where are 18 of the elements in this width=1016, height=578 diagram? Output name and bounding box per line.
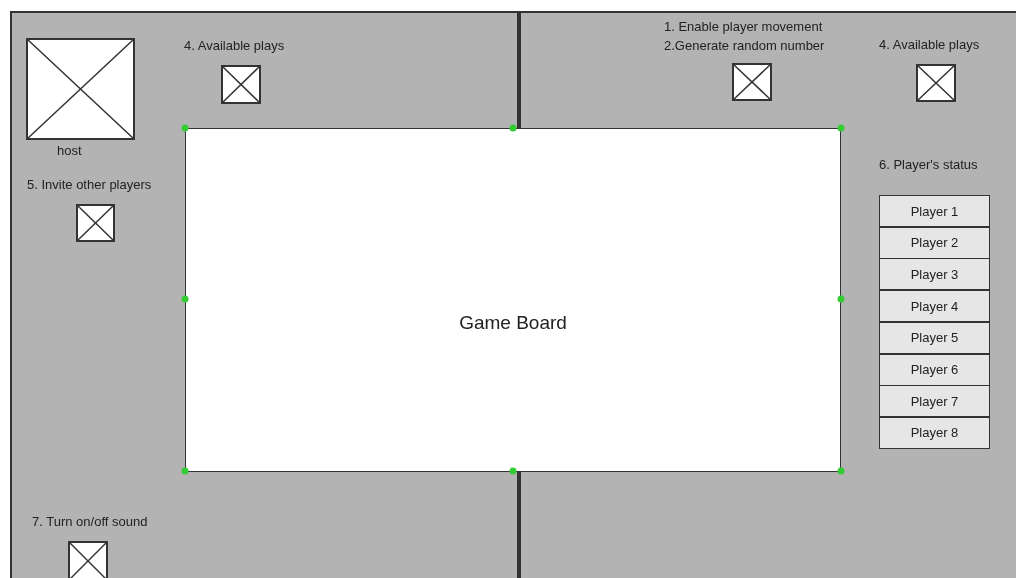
ui-label: 5. Invite other players xyxy=(27,177,152,192)
ui-label: 7. Turn on/off sound xyxy=(32,514,148,529)
ui-label: 1. Enable player movement xyxy=(664,19,823,34)
player-row: Player 5 xyxy=(879,321,990,354)
player-row: Player 6 xyxy=(879,353,990,386)
game-board-panel xyxy=(185,128,841,472)
ui-label: 4. Available plays xyxy=(879,37,980,52)
player-row: Player 1 xyxy=(879,195,990,227)
ui-label: 6. Player's status xyxy=(879,157,978,172)
player-row: Player 7 xyxy=(879,385,990,418)
board-subtitle: Game Board xyxy=(459,312,567,334)
player-row: Player 8 xyxy=(879,416,990,449)
player-row: Player 4 xyxy=(879,290,990,323)
ui-label: 2.Generate random number xyxy=(664,38,825,53)
player-row: Player 3 xyxy=(879,258,990,291)
ui-label: 4. Available plays xyxy=(184,38,285,53)
player-row: Player 2 xyxy=(879,226,990,259)
ui-label: host xyxy=(57,143,82,158)
